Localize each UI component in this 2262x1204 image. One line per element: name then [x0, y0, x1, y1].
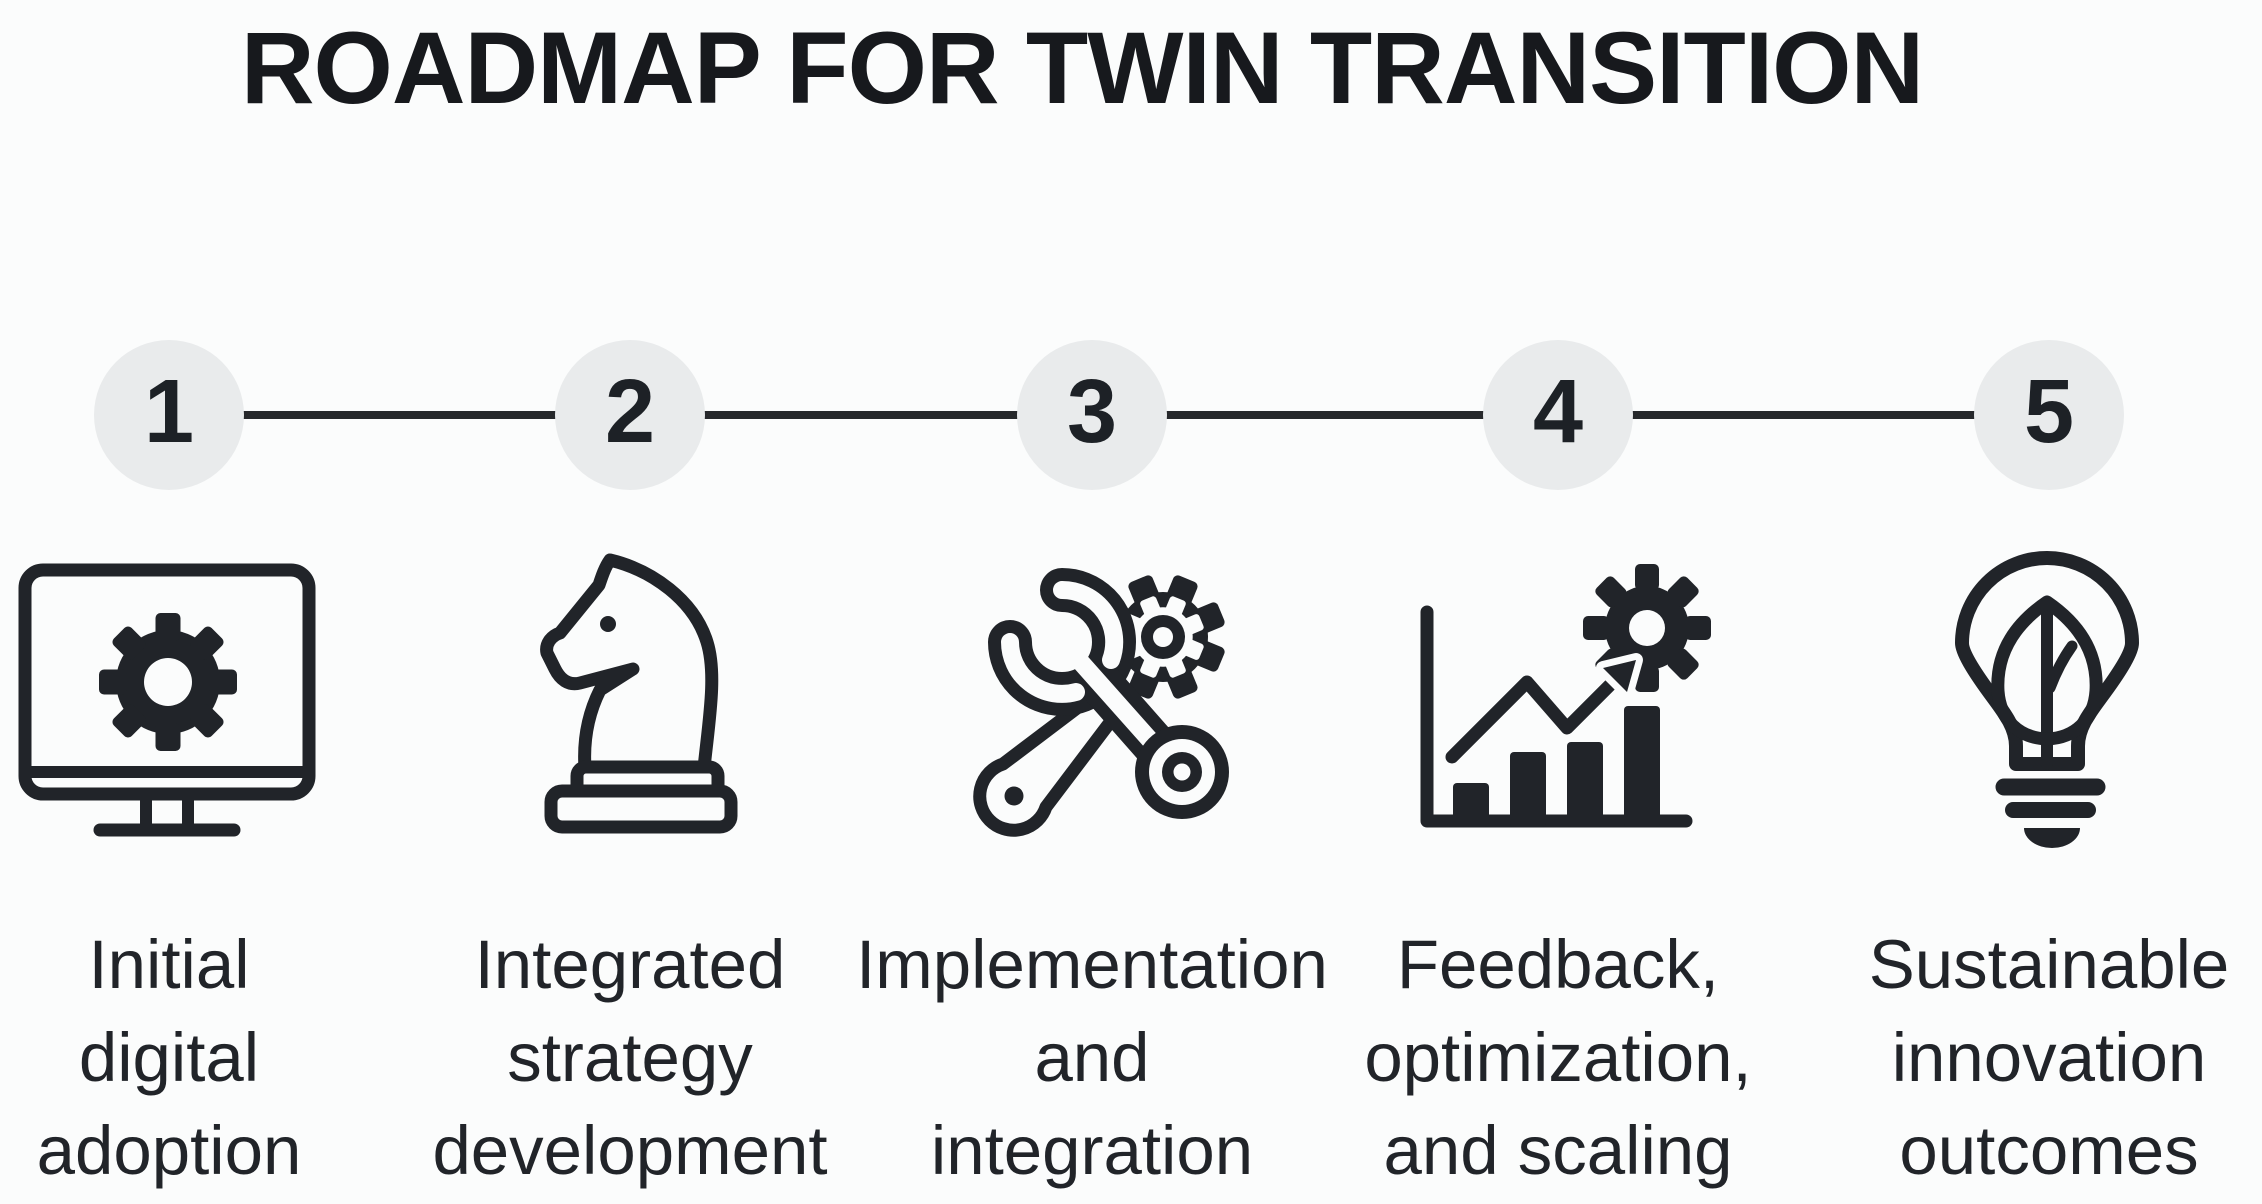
step-4-circle: 4: [1483, 340, 1633, 490]
gear-glyph: [1583, 564, 1711, 692]
bulb-base-cap: [2024, 828, 2080, 848]
step-5-circle: 5: [1974, 340, 2124, 490]
knight-eye: [600, 616, 616, 632]
step-4-number: 4: [1532, 361, 1584, 462]
bulb-outline: [1955, 551, 2139, 771]
leaf-vein: [2044, 640, 2078, 694]
trend-arrow: [1438, 653, 1643, 771]
leaf-outline: [1991, 595, 2103, 746]
handle-tool-glyph: [973, 687, 1123, 837]
wrench-gear-icon: [973, 568, 1229, 837]
step-5-number: 5: [2023, 361, 2075, 462]
chart-bars: [1453, 706, 1660, 827]
step-4-label: Feedback,optimization,and scaling: [1364, 926, 1752, 1189]
wrench-glyph: [988, 568, 1229, 819]
step-3-number: 3: [1066, 361, 1118, 462]
eco-lightbulb-icon: [1955, 551, 2139, 848]
step-2-circle: 2: [555, 340, 705, 490]
gear-glyph: [1099, 573, 1227, 701]
step-1-circle: 1: [94, 340, 244, 490]
chess-knight-icon: [540, 553, 738, 834]
gear-glyph: [99, 613, 237, 751]
step-2-number: 2: [604, 361, 656, 462]
growth-chart-gear-icon: [1420, 564, 1711, 828]
step-3-circle: 3: [1017, 340, 1167, 490]
step-1-number: 1: [143, 361, 195, 462]
monitor-gear-icon: [18, 563, 316, 837]
page-title: ROADMAP FOR TWIN TRANSITION: [240, 11, 1924, 125]
